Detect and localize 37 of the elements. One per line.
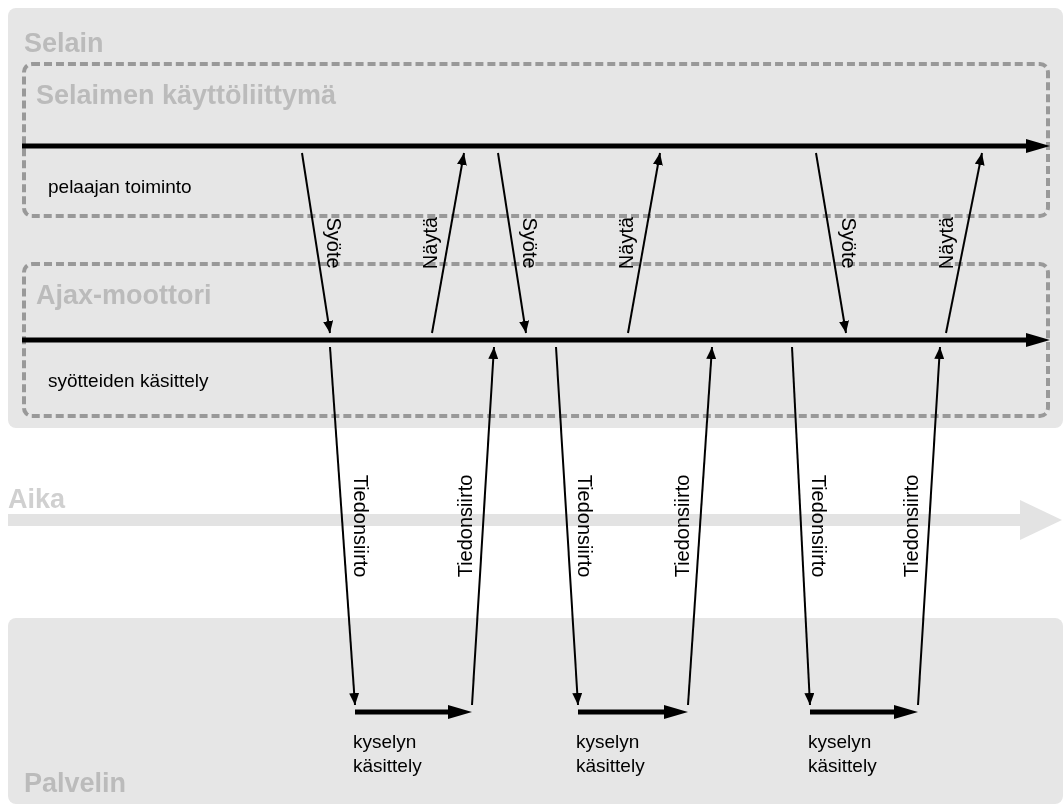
edge-label: Syöte [324, 217, 344, 269]
edge-label: Tiedonsiirto [901, 474, 921, 578]
edge-label: Näytä [936, 216, 956, 270]
timeline-label: syötteiden käsittely [48, 369, 210, 393]
edge-label: Näytä [420, 216, 440, 270]
edge-label: Tiedonsiirto [350, 474, 371, 578]
arrow [791, 346, 815, 706]
edge-label: Näytä [616, 216, 636, 270]
edge-label: Tiedonsiirto [809, 474, 829, 578]
edge-label: Tiedonsiirto [672, 474, 692, 578]
timeline-arrow [810, 705, 918, 719]
timeline-arrow [22, 139, 1050, 153]
arrow [627, 152, 663, 334]
arrow [301, 152, 334, 334]
timeline-label: kyselyn käsittely [808, 730, 878, 778]
timeline-label: kyselyn käsittely [576, 730, 646, 778]
arrow [687, 346, 717, 706]
arrow [555, 346, 583, 706]
swimlane-band [8, 8, 1063, 428]
edge-label: Syöte [520, 217, 540, 269]
arrow [431, 152, 467, 334]
arrow [329, 346, 360, 706]
arrow [945, 152, 985, 334]
edge-label: Tiedonsiirto [455, 474, 475, 578]
arrow [497, 152, 530, 334]
timeline-arrow [578, 705, 688, 719]
timeline-label: pelaajan toiminto [48, 175, 193, 199]
arrow [815, 152, 849, 334]
swimlane-band [8, 618, 1063, 804]
edge-label: Tiedonsiirto [575, 474, 595, 578]
arrow [917, 346, 945, 706]
edge-label: Syöte [839, 217, 859, 269]
arrow [471, 346, 499, 706]
timeline-arrow [355, 705, 472, 719]
timeline-arrow [22, 333, 1050, 347]
timeline-label: kyselyn käsittely [353, 730, 423, 778]
group-box [22, 62, 1050, 218]
